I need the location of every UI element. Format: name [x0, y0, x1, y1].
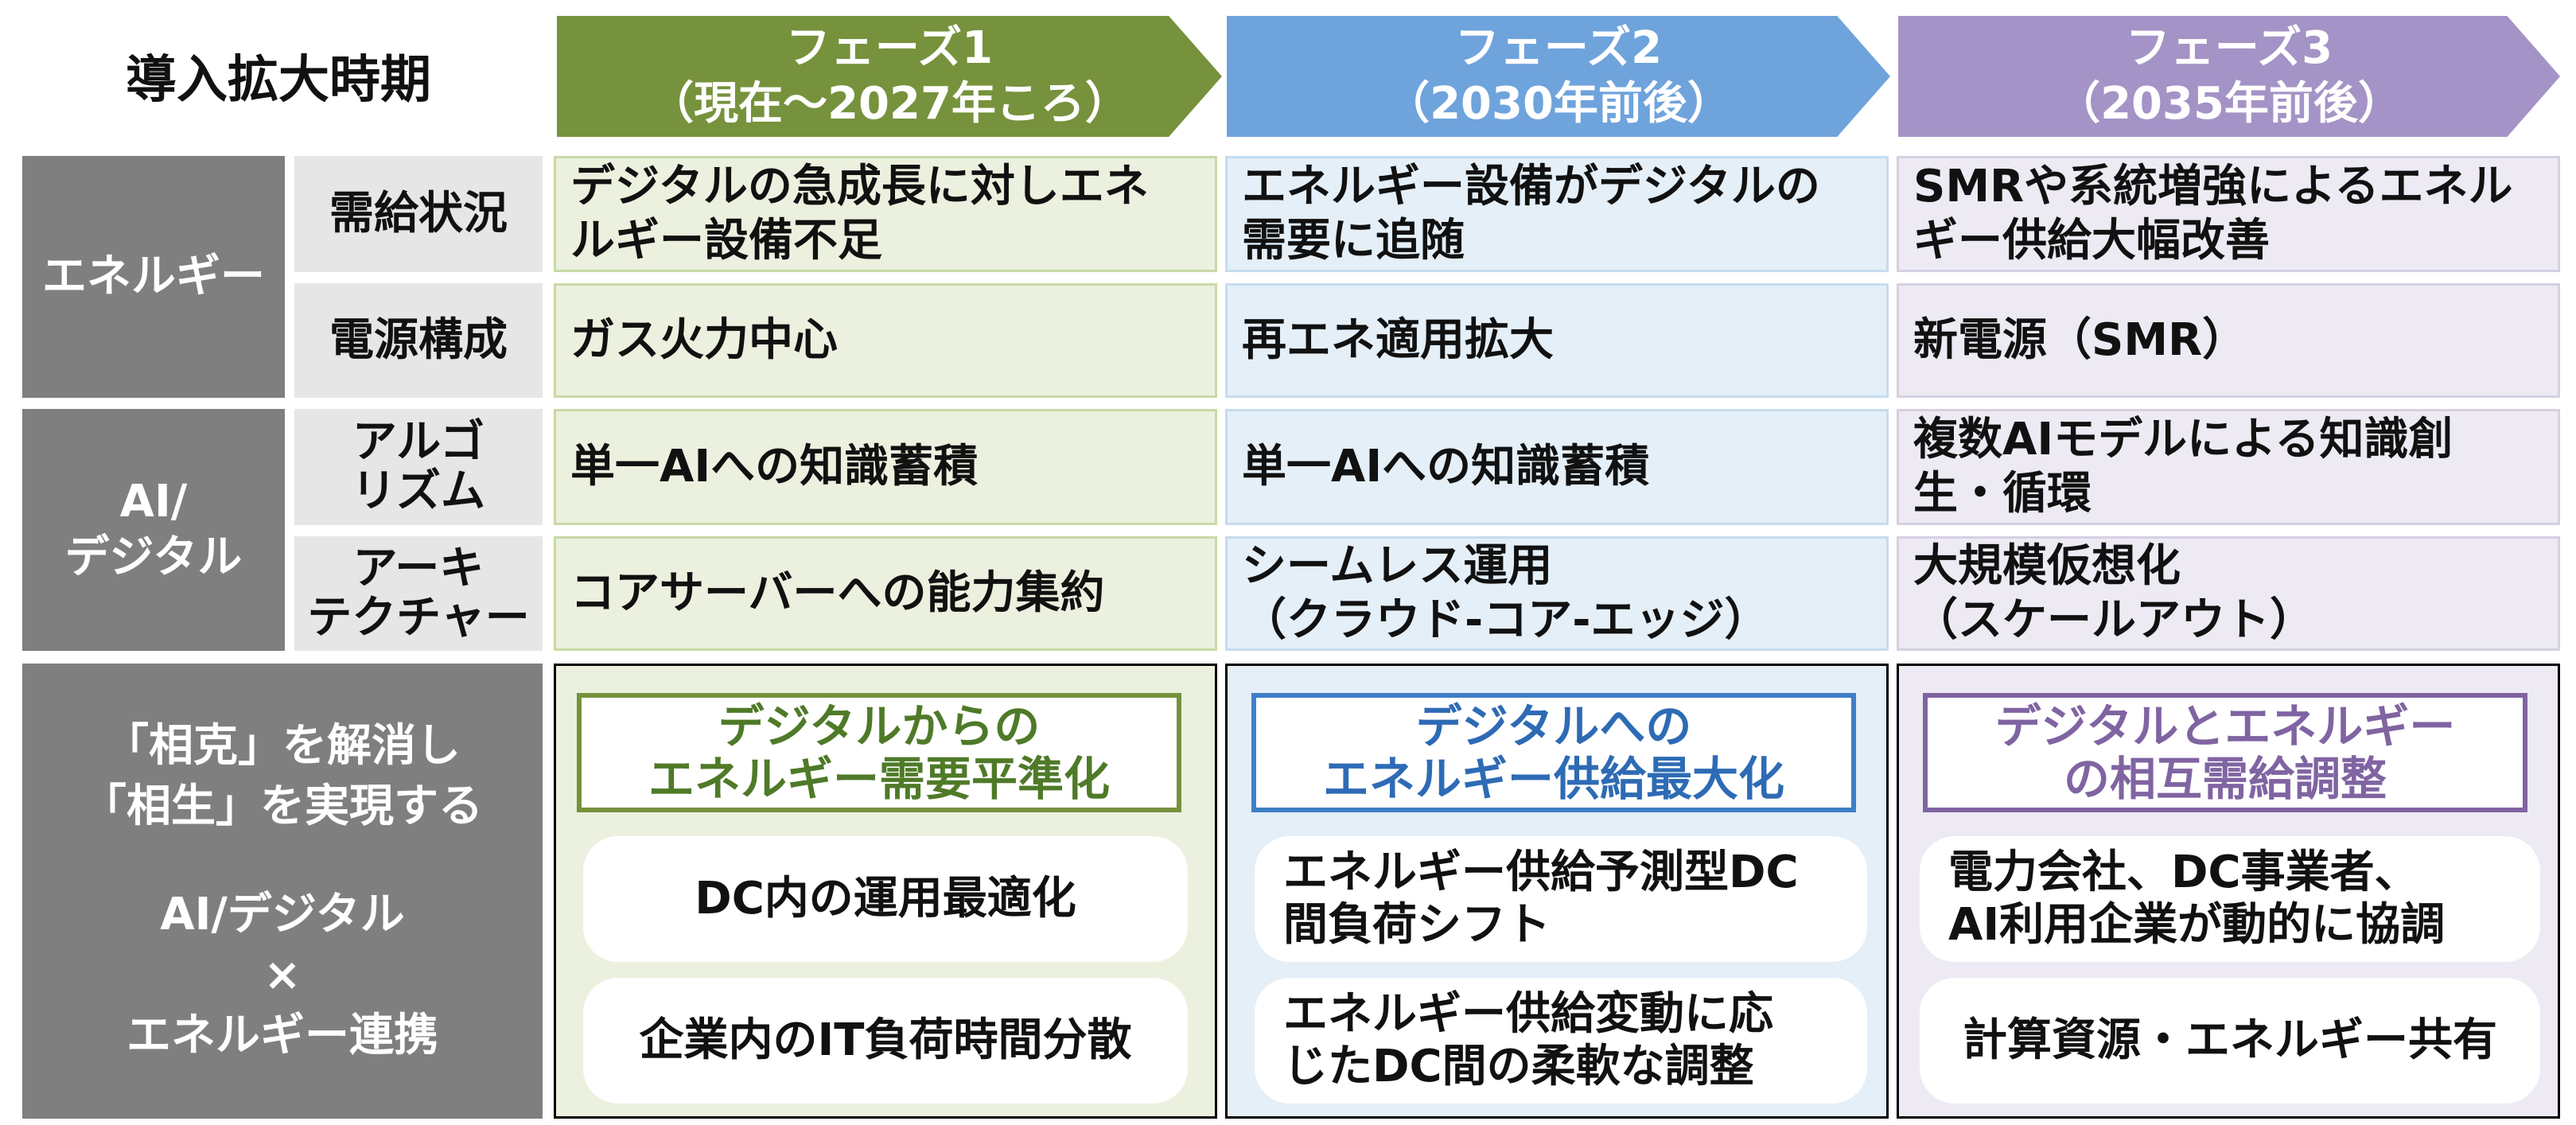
- cell-power-mix-phase3: 新電源（SMR）: [1897, 283, 2560, 398]
- category-ai-line-1: AI/: [119, 476, 188, 527]
- row-label-algorithm: アルゴ リズム: [294, 409, 543, 525]
- integration-item-phase3-2: 計算資源・エネルギー共有: [1920, 978, 2540, 1104]
- category-energy: エネルギー: [22, 156, 285, 398]
- heading-text: の相互需給調整: [2063, 752, 2387, 806]
- integration-line-5: ×: [263, 949, 302, 1001]
- cell-algorithm-phase3: 複数AIモデルによる知識創 生・循環: [1897, 409, 2560, 525]
- heading-text: デジタルとエネルギー: [1994, 699, 2456, 753]
- phase-1-period: （現在～2027年ころ）: [649, 78, 1130, 130]
- item-text: AI利用企業が動的に協調: [1948, 899, 2446, 951]
- integration-heading-phase1: デジタルからの エネルギー需要平準化: [577, 693, 1181, 812]
- phase-1-arrow: フェーズ1 （現在～2027年ころ）: [557, 16, 1222, 137]
- phase-3-name: フェーズ3: [2125, 22, 2333, 74]
- phase-2-period: （2030年前後）: [1385, 78, 1732, 130]
- integration-item-phase3-1: 電力会社、DC事業者、 AI利用企業が動的に協調: [1920, 836, 2540, 962]
- item-text: 計算資源・エネルギー共有: [1963, 1014, 2497, 1066]
- phase-2-name: フェーズ2: [1454, 22, 1663, 74]
- cell-text: 需要に追随: [1242, 215, 1465, 267]
- integration-item-phase2-1: エネルギー供給予測型DC 間負荷シフト: [1255, 836, 1867, 962]
- item-text: エネルギー供給変動に応: [1283, 988, 1773, 1040]
- cell-text: ギー供給大幅改善: [1913, 215, 2270, 267]
- cell-architecture-phase3: 大規模仮想化 （スケールアウト）: [1897, 536, 2560, 651]
- integration-item-phase1-2: 企業内のIT負荷時間分散: [583, 978, 1188, 1104]
- integration-line-1: 「相克」を解消し: [104, 720, 461, 772]
- cell-algorithm-phase1: 単一AIへの知識蓄積: [554, 409, 1217, 525]
- phase-2-arrow: フェーズ2 （2030年前後）: [1227, 16, 1890, 137]
- heading-text: デジタルからの: [718, 699, 1041, 753]
- heading-text: デジタルへの: [1415, 699, 1692, 753]
- cell-text: 再エネ適用拡大: [1242, 314, 1554, 366]
- row-label-text: 電源構成: [329, 314, 508, 366]
- cell-text: SMRや系統増強によるエネル: [1913, 161, 2513, 212]
- integration-heading-phase2: デジタルへの エネルギー供給最大化: [1251, 693, 1856, 812]
- item-text: じたDC間の柔軟な調整: [1283, 1041, 1754, 1092]
- cell-supply-demand-phase2: エネルギー設備がデジタルの 需要に追随: [1225, 156, 1889, 272]
- cell-text: 新電源（SMR）: [1913, 314, 2247, 366]
- row-label-supply-demand: 需給状況: [294, 156, 543, 272]
- cell-architecture-phase2: シームレス運用 （クラウド-コア-エッジ）: [1225, 536, 1889, 651]
- integration-heading-phase3: デジタルとエネルギー の相互需給調整: [1923, 693, 2527, 812]
- cell-text: （スケールアウト）: [1913, 594, 2314, 646]
- cell-text: エネルギー設備がデジタルの: [1242, 161, 1820, 212]
- cell-text: ガス火力中心: [570, 314, 838, 366]
- heading-text: エネルギー需要平準化: [648, 752, 1110, 806]
- category-energy-label: エネルギー: [42, 251, 265, 302]
- heading-text: エネルギー供給最大化: [1322, 752, 1784, 806]
- item-text: 企業内のIT負荷時間分散: [639, 1014, 1132, 1066]
- item-text: 電力会社、DC事業者、: [1948, 847, 2419, 898]
- integration-line-4: AI/デジタル: [160, 889, 405, 940]
- cell-text: シームレス運用: [1242, 540, 1553, 592]
- cell-text: 大規模仮想化: [1913, 540, 2181, 592]
- cell-text: 単一AIへの知識蓄積: [570, 441, 979, 492]
- cell-text: 生・循環: [1913, 468, 2092, 520]
- integration-panel-phase2: デジタルへの エネルギー供給最大化 エネルギー供給予測型DC 間負荷シフト エネ…: [1225, 664, 1889, 1119]
- cell-power-mix-phase2: 再エネ適用拡大: [1225, 283, 1889, 398]
- integration-line-2: 「相生」を実現する: [82, 780, 483, 832]
- cell-text: 単一AIへの知識蓄積: [1242, 441, 1650, 492]
- category-ai-line-2: デジタル: [64, 531, 243, 583]
- item-text: 間負荷シフト: [1283, 899, 1551, 951]
- row-label-text: 需給状況: [329, 188, 508, 239]
- page-title: 導入拡大時期: [126, 51, 431, 110]
- category-integration: 「相克」を解消し 「相生」を実現する AI/デジタル × エネルギー連携: [22, 664, 543, 1119]
- integration-line-6: エネルギー連携: [126, 1010, 438, 1061]
- item-text: DC内の運用最適化: [695, 873, 1076, 925]
- cell-text: ルギー設備不足: [570, 215, 882, 267]
- item-text: エネルギー供給予測型DC: [1283, 847, 1799, 898]
- phase-3-period: （2035年前後）: [2056, 78, 2403, 130]
- row-label-text: リズム: [352, 465, 485, 517]
- integration-item-phase2-2: エネルギー供給変動に応 じたDC間の柔軟な調整: [1255, 978, 1867, 1104]
- row-label-text: アルゴ: [352, 416, 485, 468]
- cell-text: コアサーバーへの能力集約: [570, 567, 1105, 619]
- row-label-text: テクチャー: [307, 592, 530, 644]
- integration-panel-phase3: デジタルとエネルギー の相互需給調整 電力会社、DC事業者、 AI利用企業が動的…: [1897, 664, 2560, 1119]
- phase-3-arrow: フェーズ3 （2035年前後）: [1898, 16, 2560, 137]
- cell-text: デジタルの急成長に対しエネ: [570, 161, 1149, 212]
- phase-1-name: フェーズ1: [785, 22, 994, 74]
- integration-item-phase1-1: DC内の運用最適化: [583, 836, 1188, 962]
- cell-supply-demand-phase3: SMRや系統増強によるエネル ギー供給大幅改善: [1897, 156, 2560, 272]
- cell-architecture-phase1: コアサーバーへの能力集約: [554, 536, 1217, 651]
- cell-text: （クラウド-コア-エッジ）: [1242, 594, 1769, 646]
- cell-supply-demand-phase1: デジタルの急成長に対しエネ ルギー設備不足: [554, 156, 1217, 272]
- category-ai-digital: AI/ デジタル: [22, 409, 285, 651]
- row-label-text: アーキ: [352, 543, 484, 594]
- cell-text: 複数AIモデルによる知識創: [1913, 414, 2453, 465]
- row-label-architecture: アーキ テクチャー: [294, 536, 543, 651]
- integration-panel-phase1: デジタルからの エネルギー需要平準化 DC内の運用最適化 企業内のIT負荷時間分…: [554, 664, 1217, 1119]
- row-label-power-mix: 電源構成: [294, 283, 543, 398]
- cell-algorithm-phase2: 単一AIへの知識蓄積: [1225, 409, 1889, 525]
- cell-power-mix-phase1: ガス火力中心: [554, 283, 1217, 398]
